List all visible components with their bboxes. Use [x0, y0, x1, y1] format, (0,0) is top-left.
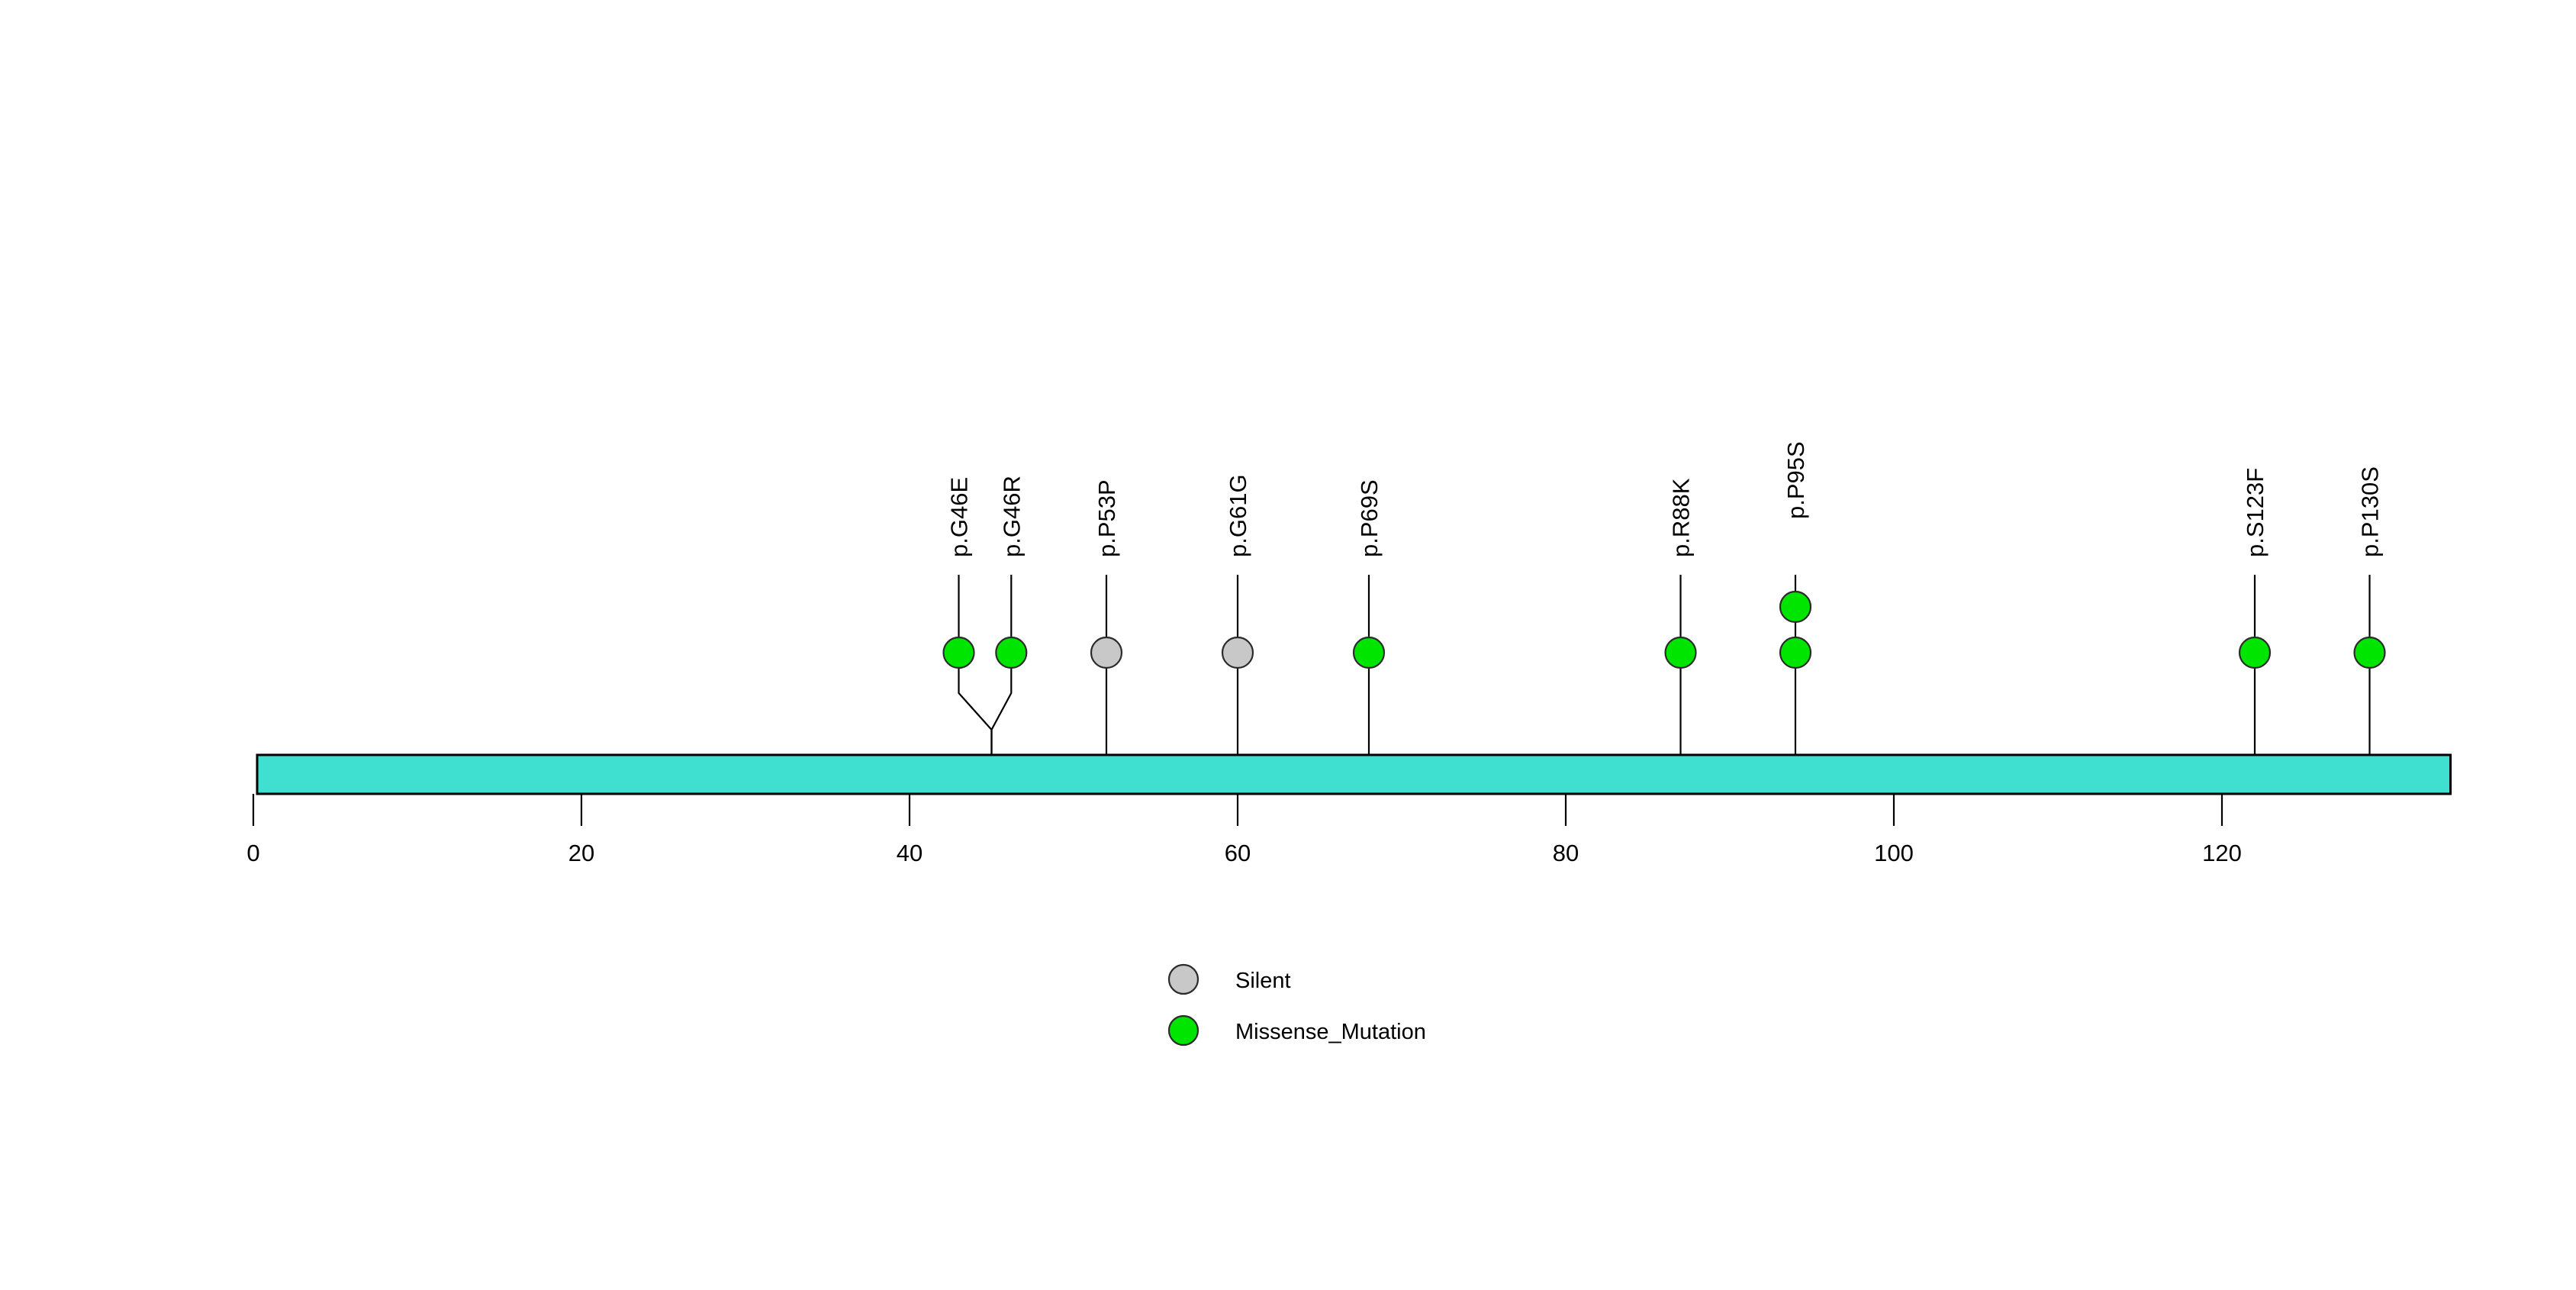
axis-tick-label: 120: [2202, 840, 2242, 866]
axis-tick-label: 40: [897, 840, 923, 866]
legend-label: Missense_Mutation: [1235, 1020, 1426, 1044]
mutation-node[interactable]: [1664, 636, 1697, 669]
mutation-label: p.G46R: [998, 476, 1025, 557]
legend-swatch-silent: [1167, 963, 1199, 995]
mutation-node[interactable]: [1352, 636, 1386, 669]
mutation-label: p.R88K: [1668, 478, 1695, 557]
mutation-label: p.G46E: [946, 477, 973, 557]
mutation-label: p.P53P: [1093, 479, 1120, 557]
mutation-node[interactable]: [942, 636, 975, 669]
mutation-labels-layer: p.G46E p.G46R p.P53P p.G61G p.P69S p.R88K p.P9…: [946, 441, 2384, 557]
mutation-label: p.P130S: [2357, 466, 2384, 557]
mutation-node[interactable]: [1779, 590, 1812, 624]
mutation-node[interactable]: [995, 636, 1028, 669]
axis-tick-label: 60: [1225, 840, 1251, 866]
axis-tick-label: 100: [1874, 840, 1914, 866]
mutation-nodes-layer[interactable]: [942, 590, 2386, 669]
mutation-label: p.P69S: [1356, 479, 1383, 557]
axis-tick-label: 0: [246, 840, 259, 866]
mutation-node[interactable]: [2238, 636, 2272, 669]
protein-domain-bar: [256, 753, 2452, 795]
mutation-node[interactable]: [1779, 636, 1812, 669]
mutation-label: p.G61G: [1225, 474, 1251, 557]
legend-swatch-missense_mutation: [1167, 1014, 1199, 1047]
mutation-node[interactable]: [1221, 636, 1254, 669]
mutation-node[interactable]: [1090, 636, 1123, 669]
axis-layer: 0 20 40 60 80 100 120: [246, 794, 2242, 866]
mutation-label: p.S123F: [2242, 468, 2268, 557]
mutation-label: p.P95S: [1782, 441, 1809, 519]
protein-bar-layer: [256, 753, 2452, 795]
legend-label: Silent: [1235, 969, 1291, 993]
mutation-node[interactable]: [2353, 636, 2386, 669]
axis-tick-label: 80: [1553, 840, 1579, 866]
axis-tick-label: 20: [568, 840, 594, 866]
